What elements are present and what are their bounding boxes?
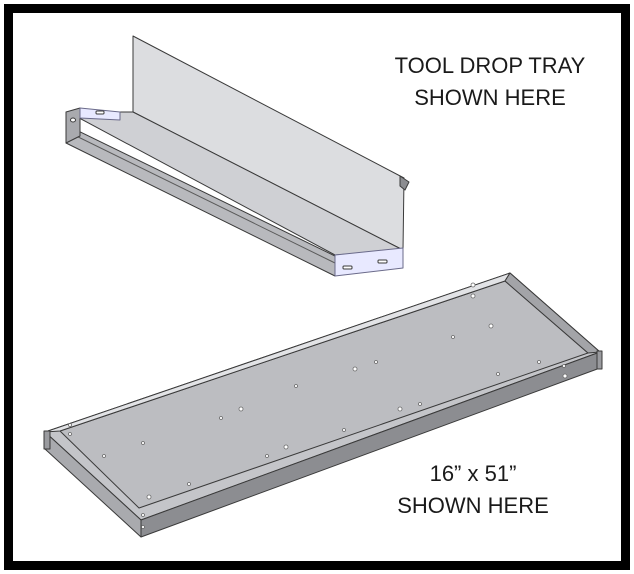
tray-left-end	[65, 107, 81, 144]
tool-drop-tray-drawing	[65, 35, 410, 277]
shelf-caption-line1: 16” x 51”	[429, 461, 517, 486]
tray-caption-line1: TOOL DROP TRAY	[394, 53, 586, 78]
shelf-drawing	[43, 272, 603, 538]
shelf-caption-line2: SHOWN HERE	[397, 493, 549, 518]
tray-caption-line2: SHOWN HERE	[414, 85, 566, 110]
shelf-size-caption: 16” x 51” SHOWN HERE	[378, 458, 568, 522]
tool-drop-tray-caption: TOOL DROP TRAY SHOWN HERE	[380, 50, 600, 114]
